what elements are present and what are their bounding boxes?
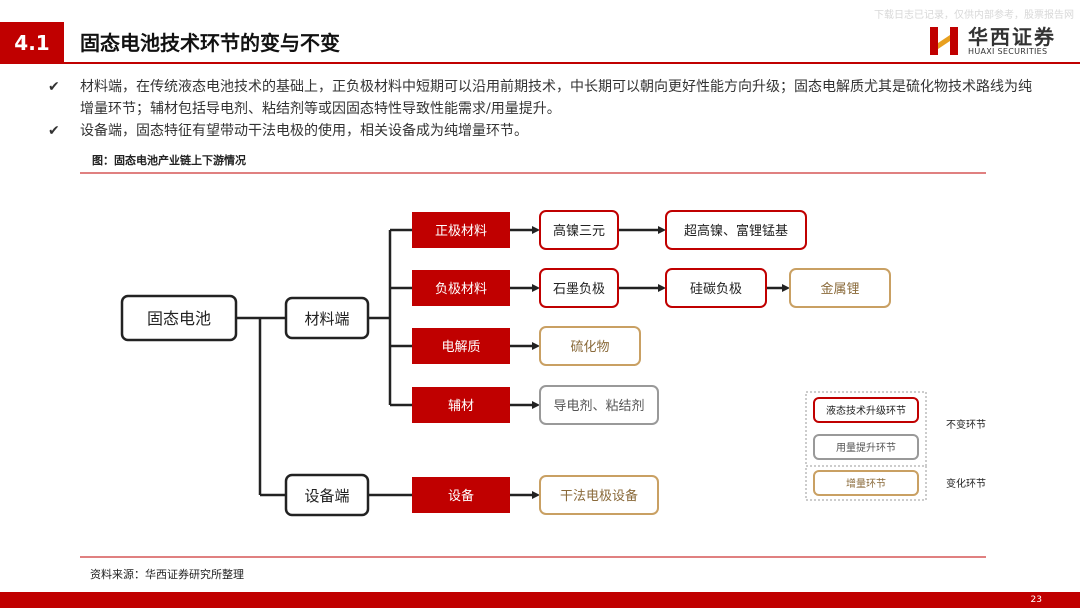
source-note: 资料来源：华西证券研究所整理: [90, 568, 244, 581]
node-root: 固态电池: [120, 294, 238, 342]
category-auxiliary-label: 辅材: [448, 399, 474, 414]
header-divider: [64, 62, 1080, 64]
node-material: 材料端: [284, 296, 370, 340]
item-sulfide-label: 硫化物: [570, 340, 609, 355]
category-anode: 负极材料: [412, 270, 510, 306]
logo-name: 华西证券: [968, 24, 1056, 49]
category-anode-label: 负极材料: [435, 282, 487, 297]
page-number: 23: [1030, 595, 1042, 605]
item-graphite-label: 石墨负极: [553, 282, 605, 297]
item-lithium-metal: 金属锂: [789, 268, 891, 308]
huaxi-logo-icon: [930, 27, 958, 55]
legend-usage-swatch: [813, 434, 919, 460]
legend-incremental-label: 增量环节: [846, 477, 886, 490]
category-auxiliary: 辅材: [412, 387, 510, 423]
logo: 华西证券 HUAXI SECURITIES: [928, 22, 1056, 60]
item-conductive-binder: 导电剂、粘结剂: [539, 385, 659, 425]
legend-incremental-swatch: [813, 470, 919, 496]
category-cathode-label: 正极材料: [435, 224, 487, 239]
figure-bottom-rule: [80, 556, 986, 558]
bullet-material: ✔ 材料端，在传统液态电池技术的基础上，正负极材料中短期可以沿用前期技术，中长期…: [48, 76, 1038, 120]
node-material-label: 材料端: [304, 310, 349, 328]
connector-lines: [236, 228, 412, 497]
item-dry-electrode-label: 干法电极设备: [560, 488, 638, 504]
item-conductive-binder-label: 导电剂、粘结剂: [553, 399, 644, 414]
legend-unchanged-label: 不变环节: [946, 418, 986, 431]
arrow-lines: [510, 228, 786, 497]
legend: 液态技术升级环节 用量提升环节 增量环节 不变环节 变化环节: [805, 391, 986, 501]
header: 4.1 固态电池技术环节的变与不变 华西证券 HUAXI SECURITIES: [0, 22, 1080, 64]
bullet-list: ✔ 材料端，在传统液态电池技术的基础上，正负极材料中短期可以沿用前期技术，中长期…: [48, 76, 1038, 142]
bullet-equipment: ✔ 设备端，固态特征有望带动干法电极的使用，相关设备成为纯增量环节。: [48, 120, 1038, 142]
item-sulfide: 硫化物: [539, 326, 641, 366]
item-high-nickel: 高镍三元: [539, 210, 619, 250]
bullet-text: 材料端，在传统液态电池技术的基础上，正负极材料中短期可以沿用前期技术，中长期可以…: [80, 79, 1032, 117]
item-silicon-carbon-label: 硅碳负极: [690, 282, 742, 297]
item-ultra-high-nickel: 超高镍、富锂锰基: [665, 210, 807, 250]
item-silicon-carbon: 硅碳负极: [665, 268, 767, 308]
section-number: 4.1: [0, 22, 64, 64]
legend-usage-label: 用量提升环节: [836, 442, 896, 454]
legend-changed-frame: [805, 465, 927, 501]
category-cathode: 正极材料: [412, 212, 510, 248]
bullet-text: 设备端，固态特征有望带动干法电极的使用，相关设备成为纯增量环节。: [80, 123, 528, 139]
figure-title: 图：固态电池产业链上下游情况: [92, 154, 246, 167]
figure-top-rule: [80, 172, 986, 174]
item-graphite: 石墨负极: [539, 268, 619, 308]
arrowheads: [532, 226, 790, 499]
category-equipment: 设备: [412, 477, 510, 513]
item-dry-electrode: 干法电极设备: [539, 475, 659, 515]
legend-changed-label: 变化环节: [946, 477, 986, 490]
footer-bar: [0, 592, 1080, 608]
check-icon: ✔: [48, 79, 60, 95]
category-electrolyte: 电解质: [412, 328, 510, 364]
item-high-nickel-label: 高镍三元: [553, 223, 605, 239]
check-icon: ✔: [48, 123, 60, 139]
node-equipment-side: 设备端: [284, 473, 370, 517]
logo-sub: HUAXI SECURITIES: [968, 46, 1048, 56]
node-root-label: 固态电池: [147, 309, 211, 328]
legend-upgrade-swatch: [813, 397, 919, 423]
category-electrolyte-label: 电解质: [441, 340, 480, 355]
legend-upgrade-label: 液态技术升级环节: [826, 404, 906, 417]
page-title: 固态电池技术环节的变与不变: [80, 31, 340, 55]
node-equipment-side-label: 设备端: [304, 487, 349, 505]
watermark: 下载日志已记录，仅供内部参考，股票报告网: [874, 10, 1074, 21]
category-equipment-label: 设备: [448, 488, 474, 504]
item-ultra-high-nickel-label: 超高镍、富锂锰基: [684, 223, 788, 239]
item-lithium-metal-label: 金属锂: [820, 281, 859, 297]
